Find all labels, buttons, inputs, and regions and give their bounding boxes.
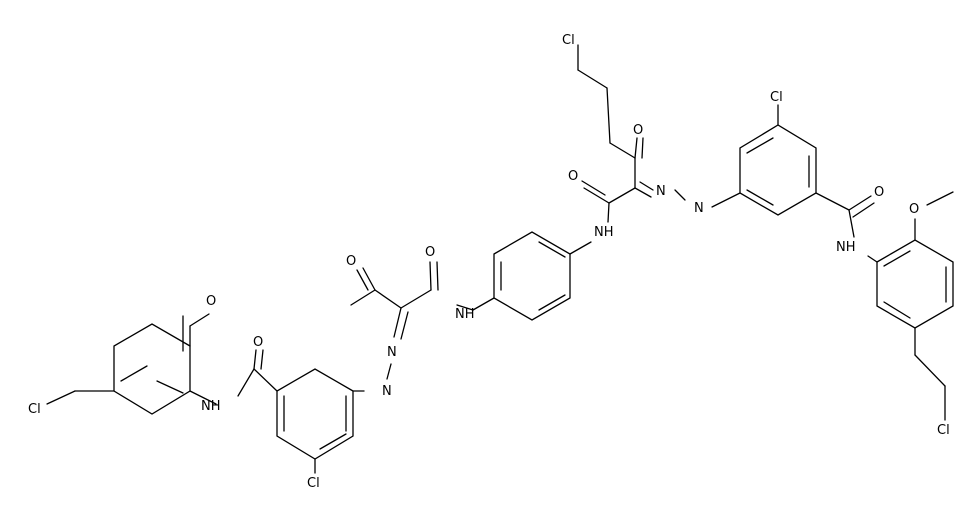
atom-label-o: O — [633, 123, 643, 138]
atom-label-o: O — [909, 202, 919, 217]
bond-lines — [46, 44, 954, 474]
atom-label-o: O — [568, 169, 578, 184]
atom-label-cl: Cl — [770, 90, 783, 105]
atom-label-cl: Cl — [562, 33, 575, 48]
atom-label-cl: Cl — [307, 476, 320, 491]
atom-label-cl: Cl — [937, 423, 950, 438]
atom-label-o: O — [425, 245, 435, 260]
atom-label-o: O — [346, 254, 356, 269]
atom-label-cl: Cl — [28, 402, 41, 417]
atom-label-n: N — [387, 345, 397, 360]
atom-label-o: O — [253, 335, 263, 350]
atom-label-o: O — [874, 185, 884, 200]
atom-label-n: N — [382, 384, 392, 399]
atom-label-nh: NH — [836, 240, 856, 255]
atom-label-n: N — [694, 201, 704, 216]
atom-label-n: N — [656, 184, 666, 199]
atom-label-nh: NH — [455, 307, 475, 322]
atom-label-nh: NH — [594, 225, 614, 240]
atom-labels: Cl O O NH N N Cl O NH O Cl O O NH N N O … — [28, 33, 950, 491]
atom-label-nh: NH — [201, 399, 221, 414]
atom-label-o: O — [206, 294, 216, 309]
